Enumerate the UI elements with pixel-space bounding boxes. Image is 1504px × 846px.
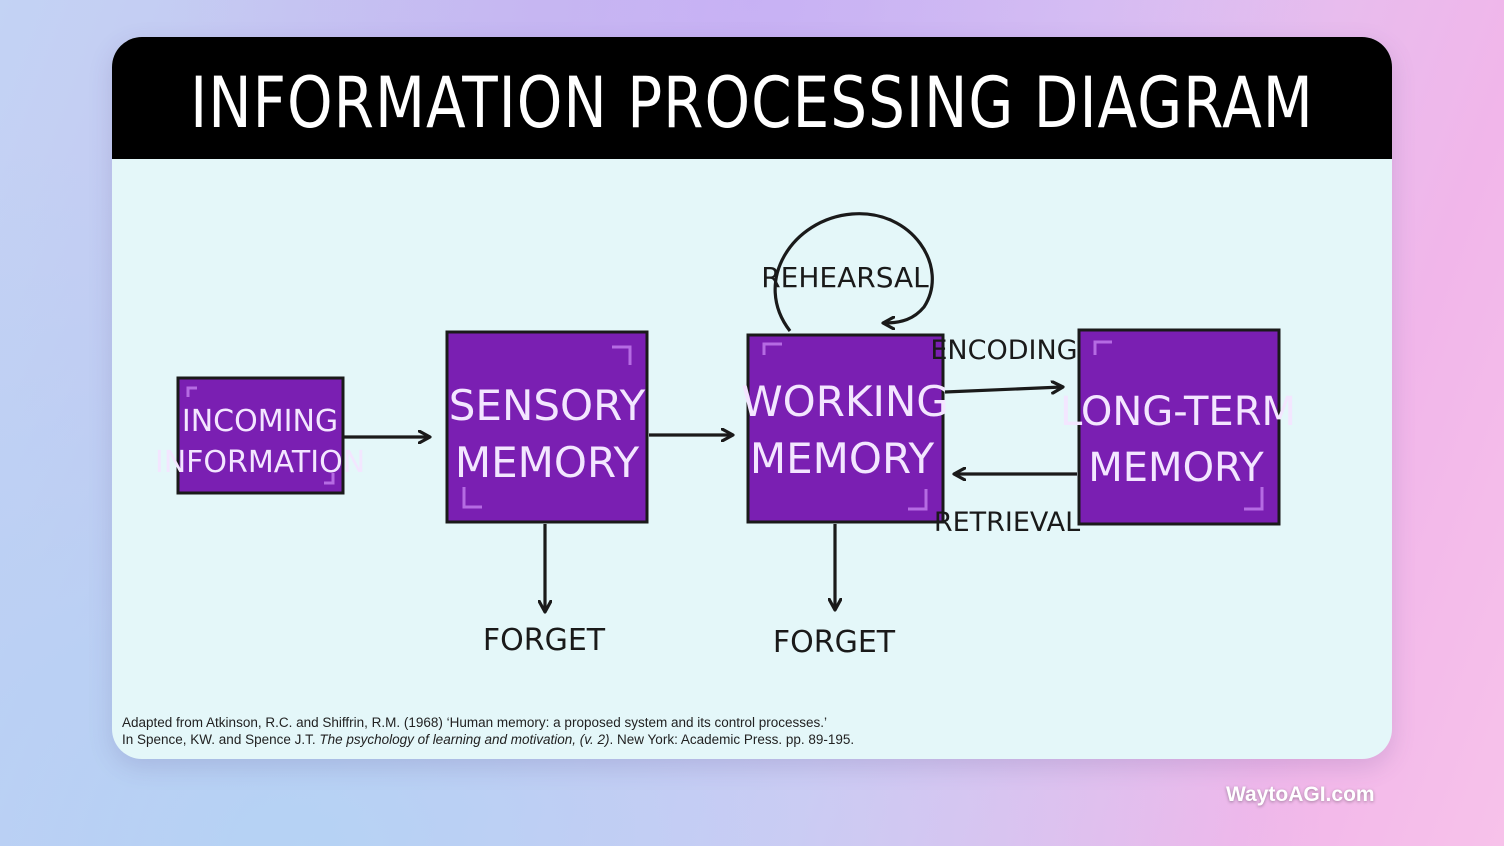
node-sensory-memory: SENSORY MEMORY [445, 330, 649, 524]
diagram-title: INFORMATION PROCESSING DIAGRAM [190, 61, 1314, 144]
citation-line-1: Adapted from Atkinson, R.C. and Shiffrin… [122, 715, 828, 730]
citation-book-title: The psychology of learning and motivatio… [319, 732, 610, 747]
forget-label-working: FORGET [773, 625, 896, 660]
long-term-label-line1: LONG-TERM [1060, 389, 1296, 435]
working-label-line2: MEMORY [750, 434, 935, 483]
retrieval-label: RETRIEVAL [934, 507, 1080, 538]
forget-label-sensory: FORGET [483, 623, 606, 658]
sensory-label-line2: MEMORY [455, 438, 640, 487]
citation-line-2: In Spence, KW. and Spence J.T. The psych… [122, 731, 1362, 748]
rehearsal-label: REHEARSAL [761, 261, 929, 294]
citation-line-2-suffix: . New York: Academic Press. pp. 89-195. [609, 732, 855, 747]
watermark: WaytoAGI.com [1226, 783, 1375, 806]
encoding-label: ENCODING [930, 335, 1077, 366]
long-term-label-line2: MEMORY [1088, 445, 1264, 491]
working-label-line1: WORKING [741, 377, 949, 426]
node-incoming-information: INCOMING INFORMATION [155, 376, 365, 495]
node-long-term-memory: LONG-TERM MEMORY [1060, 328, 1296, 526]
title-bar: INFORMATION PROCESSING DIAGRAM [112, 37, 1392, 159]
incoming-label-line1: INCOMING [182, 404, 338, 439]
citation: Adapted from Atkinson, R.C. and Shiffrin… [122, 714, 1362, 748]
node-working-memory: WORKING MEMORY [741, 333, 949, 524]
rehearsal-loop-arrow [773, 212, 934, 332]
diagram-card: INFORMATION PROCESSING DIAGRAM INCOMING … [112, 37, 1392, 759]
arrow-encoding [944, 387, 1062, 392]
diagram-canvas: INCOMING INFORMATION SENSORY MEMORY WORK… [155, 212, 1296, 660]
citation-line-2-prefix: In Spence, KW. and Spence J.T. [122, 732, 320, 747]
sensory-label-line1: SENSORY [449, 381, 646, 430]
incoming-label-line2: INFORMATION [155, 445, 365, 480]
